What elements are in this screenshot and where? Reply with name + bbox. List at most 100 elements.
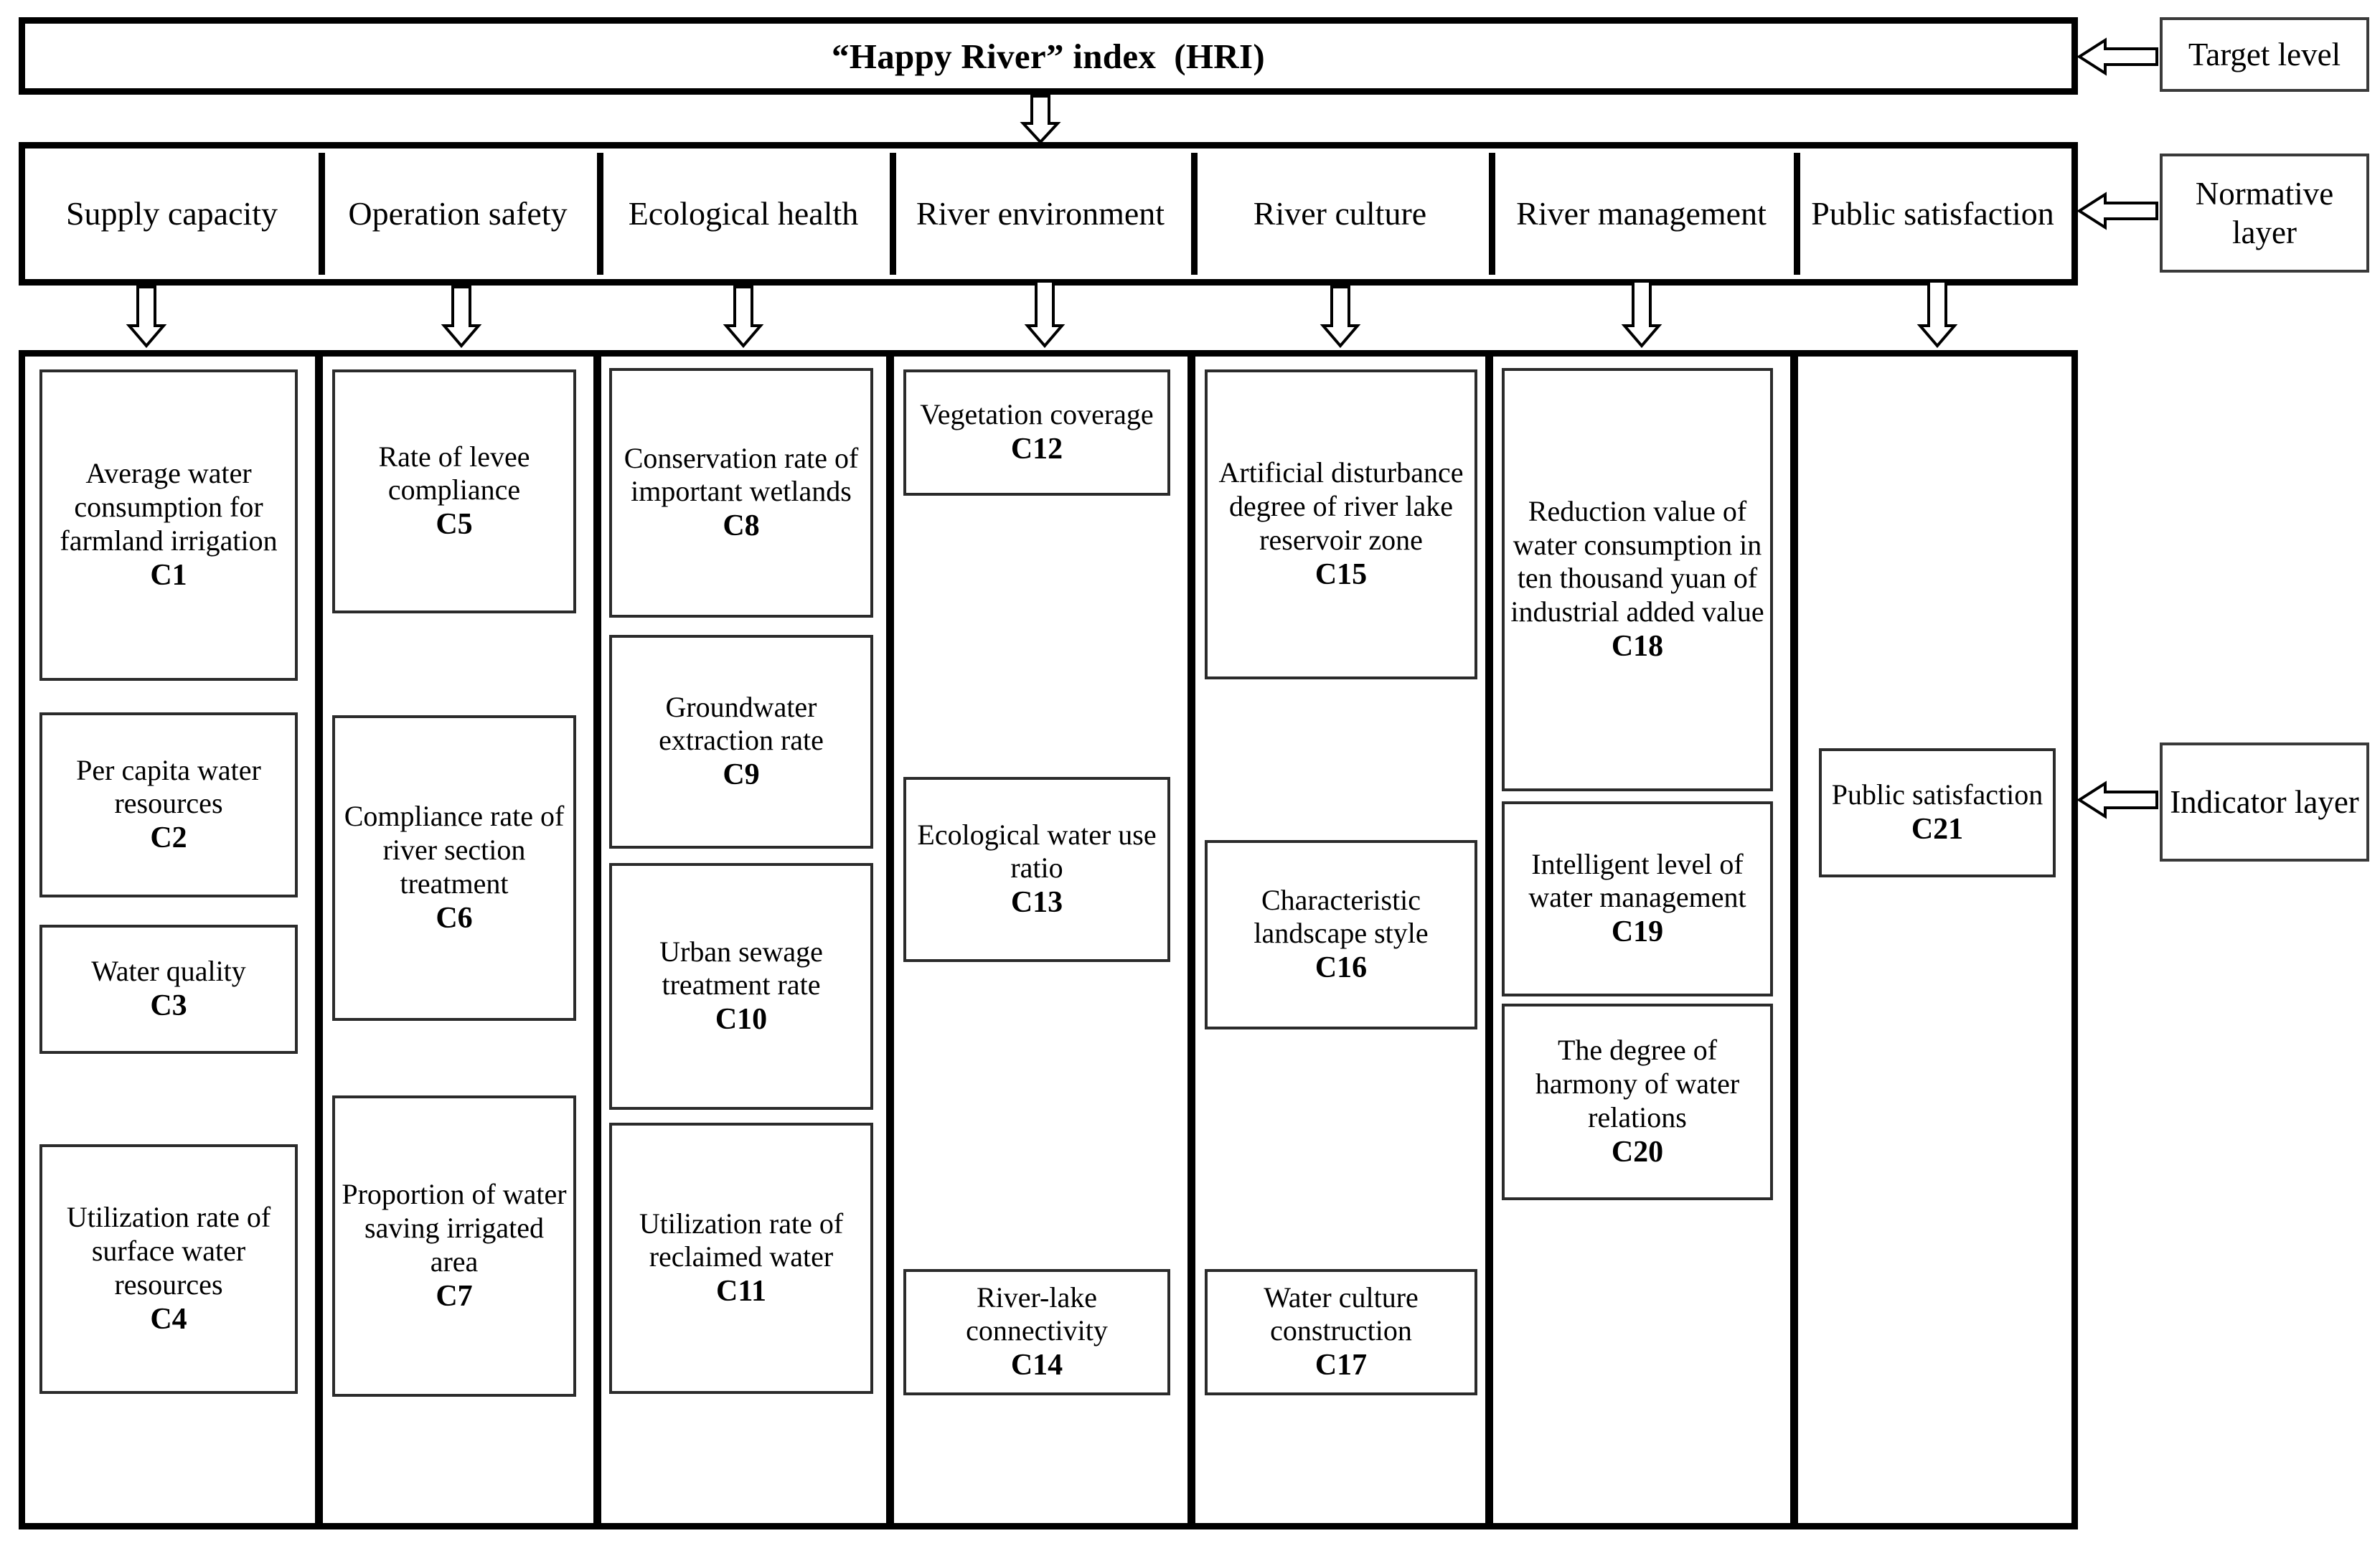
indicator-code: C3 [150,989,187,1022]
indicator-text: River-lake connectivity [966,1281,1108,1347]
indicator-text: Artificial disturbance degree of river l… [1218,456,1464,556]
normative-item-label: River management [1516,195,1767,232]
indicator-box-c9[interactable]: Groundwater extraction rate C9 [609,635,873,849]
normative-item-label: River culture [1253,195,1427,232]
indicator-box-c2[interactable]: Per capita water resources C2 [39,712,298,897]
indicator-box-c12[interactable]: Vegetation coverage C12 [903,369,1170,496]
indicator-box-c20[interactable]: The degree of harmony of water relations… [1502,1004,1773,1200]
indicator-code: C9 [723,758,760,792]
indicator-box-c6[interactable]: Compliance rate of river section treatme… [332,715,576,1021]
normative-to-indicator-arrow-icon-2 [441,286,482,349]
indicator-box-c3[interactable]: Water quality C3 [39,925,298,1054]
normative-item-public-satisfaction[interactable]: Public satisfaction [1794,148,2071,279]
indicator-box-c17[interactable]: Water culture construction C17 [1205,1269,1477,1395]
indicator-text: Ecological water use ratio [917,818,1157,885]
indicator-code: C5 [436,508,473,542]
legend-normative-layer-label: Normative layer [2195,176,2334,250]
indicator-divider-2 [593,357,601,1523]
normative-layer-bar: Supply capacity Operation safety Ecologi… [19,142,2078,286]
indicator-code: C13 [1010,886,1063,920]
indicator-text: Characteristic landscape style [1254,883,1429,950]
normative-item-river-culture[interactable]: River culture [1191,148,1489,279]
indicator-text: Groundwater extraction rate [659,690,824,757]
indicator-text: Per capita water resources [76,753,261,820]
indicator-divider-1 [315,357,323,1523]
legend-target-level-label: Target level [2188,37,2341,72]
indicator-text: Average water consumption for farmland i… [60,457,278,557]
indicator-code: C18 [1611,630,1664,664]
normative-to-indicator-arrow-icon-1 [126,286,167,349]
indicator-box-c15[interactable]: Artificial disturbance degree of river l… [1205,369,1477,679]
indicator-box-c18[interactable]: Reduction value of water consumption in … [1502,368,1773,791]
normative-to-indicator-arrow-icon-5 [1320,286,1361,349]
normative-item-label: Operation safety [348,195,568,232]
normative-to-indicator-arrow-icon-6 [1621,280,1662,349]
indicator-text: Rate of levee compliance [378,440,530,506]
normative-divider-4 [1191,153,1198,275]
normative-to-indicator-arrow-icon-3 [723,286,764,349]
indicator-text: The degree of harmony of water relations [1535,1034,1740,1133]
indicator-code: C14 [1010,1349,1063,1382]
normative-item-supply-capacity[interactable]: Supply capacity [25,148,319,279]
target-level-arrow-icon [2076,37,2158,76]
indicator-text: Urban sewage treatment rate [659,935,823,1001]
normative-to-indicator-arrow-icon-4 [1024,280,1066,349]
indicator-box-c19[interactable]: Intelligent level of water management C1… [1502,801,1773,996]
indicator-code: C1 [150,558,187,592]
normative-item-river-management[interactable]: River management [1489,148,1794,279]
normative-item-label: River environment [916,195,1165,232]
indicator-box-c21[interactable]: Public satisfaction C21 [1819,748,2056,877]
normative-divider-1 [319,153,325,275]
normative-to-indicator-arrow-icon-7 [1916,280,1958,349]
legend-indicator-layer-label: Indicator layer [2170,784,2359,820]
indicator-box-c4[interactable]: Utilization rate of surface water resour… [39,1144,298,1394]
indicator-box-c10[interactable]: Urban sewage treatment rate C10 [609,863,873,1110]
indicator-code: C15 [1314,557,1368,591]
indicator-code: C12 [1010,432,1063,466]
indicator-divider-3 [886,357,894,1523]
indicator-code: C20 [1611,1135,1664,1169]
indicator-text: Proportion of water saving irrigated are… [342,1178,567,1278]
indicator-box-c13[interactable]: Ecological water use ratio C13 [903,777,1170,962]
normative-divider-3 [890,153,896,275]
indicator-code: C16 [1314,951,1368,985]
indicator-code: C4 [150,1302,187,1336]
indicator-code: C8 [723,509,760,543]
legend-normative-layer: Normative layer [2160,154,2369,273]
indicator-text: Reduction value of water consumption in … [1510,494,1764,628]
indicator-code: C17 [1314,1349,1368,1382]
normative-item-ecological-health[interactable]: Ecological health [597,148,890,279]
indicator-box-c1[interactable]: Average water consumption for farmland i… [39,369,298,681]
indicator-text: Vegetation coverage [920,398,1154,431]
indicator-text: Water quality [91,955,246,988]
normative-item-river-environment[interactable]: River environment [890,148,1191,279]
indicator-code: C2 [150,821,187,855]
indicator-code: C6 [436,901,473,935]
indicator-box-c16[interactable]: Characteristic landscape style C16 [1205,840,1477,1029]
normative-item-label: Ecological health [628,195,859,232]
indicator-layer-arrow-icon [2076,781,2158,819]
target-to-normative-arrow-icon [1020,95,1061,144]
indicator-divider-4 [1187,357,1195,1523]
normative-item-operation-safety[interactable]: Operation safety [319,148,597,279]
indicator-text: Utilization rate of surface water resour… [66,1201,271,1301]
indicator-box-c8[interactable]: Conservation rate of important wetlands … [609,368,873,618]
indicator-code: C7 [436,1279,473,1313]
indicator-box-c5[interactable]: Rate of levee compliance C5 [332,369,576,613]
indicator-code: C11 [715,1275,766,1309]
indicator-box-c11[interactable]: Utilization rate of reclaimed water C11 [609,1123,873,1394]
indicator-code: C21 [1911,812,1964,846]
indicator-divider-5 [1485,357,1493,1523]
indicator-layer-bar: Average water consumption for farmland i… [19,350,2078,1529]
normative-item-label: Supply capacity [65,195,278,232]
indicator-text: Conservation rate of important wetlands [624,441,859,508]
indicator-box-c7[interactable]: Proportion of water saving irrigated are… [332,1095,576,1397]
target-level-bar: “Happy River” index (HRI) [19,17,2078,95]
indicator-box-c14[interactable]: River-lake connectivity C14 [903,1269,1170,1395]
indicator-text: Public satisfaction [1831,778,2043,811]
indicator-divider-6 [1790,357,1798,1523]
page-title: “Happy River” index (HRI) [832,36,1265,76]
indicator-text: Intelligent level of water management [1528,847,1746,914]
normative-item-label: Public satisfaction [1811,195,2054,232]
